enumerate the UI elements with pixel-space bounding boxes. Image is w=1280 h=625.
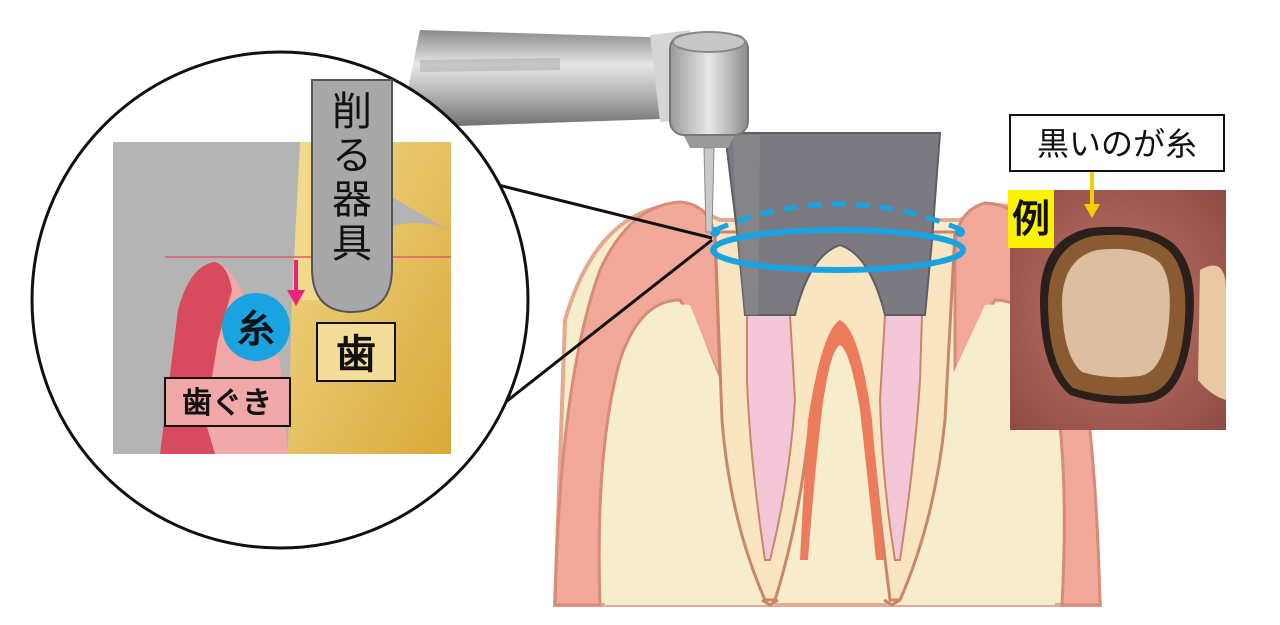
tool-label-char: る (332, 133, 372, 179)
pulp-canal-left (746, 314, 797, 561)
root-dentin-band (800, 320, 884, 560)
tool-label-char: 削 (332, 89, 372, 135)
gum-label: 歯ぐき (182, 386, 272, 421)
cutting-tool-shape (311, 79, 393, 314)
thread-circle (222, 293, 290, 361)
dental-handpiece-icon (400, 30, 749, 233)
tool-label-char: 器 (332, 177, 372, 223)
retraction-thread-back (714, 201, 963, 233)
tooth-cross-section (552, 132, 1103, 607)
clinical-photo-example: 黒いのが糸 例 (1008, 114, 1226, 430)
alveolar-bone (604, 304, 1057, 605)
tool-label-char: 具 (332, 221, 372, 267)
tooth-label: 歯 (336, 332, 376, 378)
caption-arrow-icon (1084, 172, 1100, 218)
magnified-view: 削る器具 糸 歯 歯ぐき (30, 50, 530, 550)
tool-label: 削る器具 (332, 89, 372, 267)
thread-label: 糸 (237, 307, 275, 351)
pulp-canal-right (878, 314, 924, 561)
retraction-thread-front (710, 227, 966, 273)
photo-caption: 黒いのが糸 (1037, 125, 1197, 163)
bur-tip (703, 147, 715, 233)
example-label: 例 (1012, 197, 1050, 241)
down-arrow-icon (287, 260, 305, 306)
